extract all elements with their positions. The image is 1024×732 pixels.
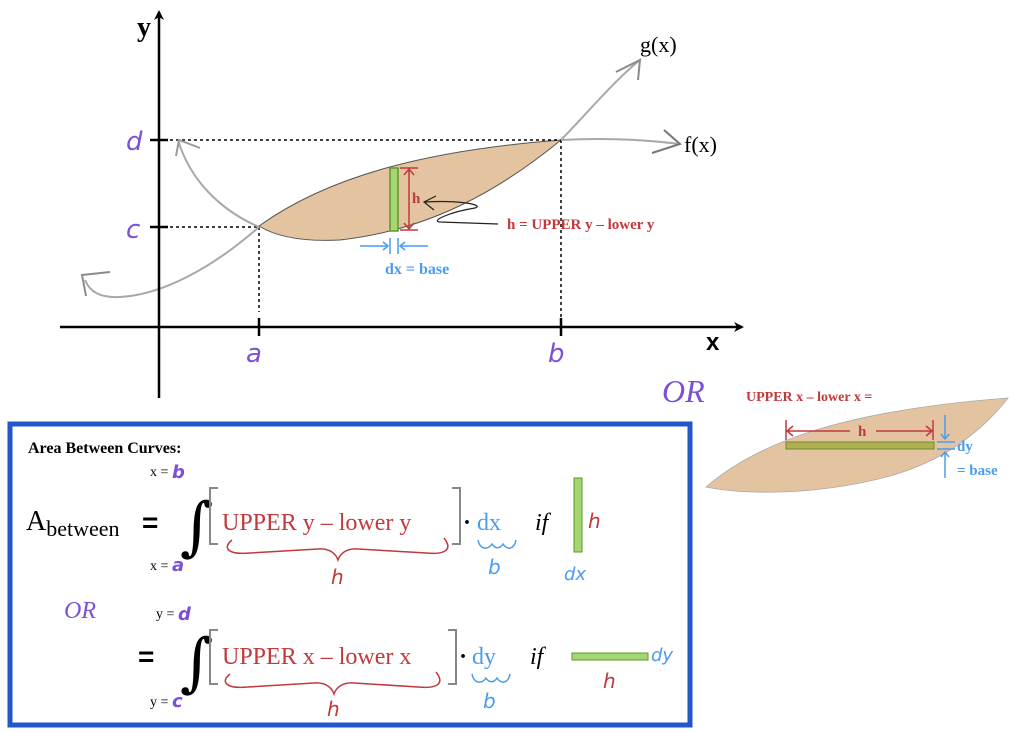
right-bracket-1 [452, 487, 461, 545]
upper-limit-var-1: b [172, 462, 185, 483]
base-label: = base [957, 463, 998, 479]
upper-limit-prefix-2: y = [156, 607, 175, 622]
differential-1: dx [477, 510, 501, 536]
strip-icon-h-2: h [603, 669, 616, 693]
lower-limit-prefix-2: y = [150, 695, 169, 710]
vertical-strip-icon [573, 477, 583, 553]
dy-arrows [937, 415, 955, 478]
if-word-1: if [535, 510, 552, 536]
diff-brace-label-2: b [483, 689, 496, 713]
side-h-label: h [858, 424, 867, 440]
right-bracket-2 [448, 629, 457, 685]
curve-f-right [560, 138, 681, 145]
upper-limit-prefix-1: x = [150, 465, 169, 480]
horizontal-strip-icon [571, 652, 649, 661]
tick-label-a: a [246, 339, 262, 369]
tick-label-d: d [126, 127, 143, 157]
strip-icon-dx: dx [564, 564, 586, 585]
area-subscript: between [46, 516, 119, 541]
f-label: f(x) [684, 132, 717, 157]
arrowhead-f-right [651, 129, 682, 154]
integrand-1: UPPER y – lower y [222, 510, 411, 536]
arrowhead-g-left [80, 271, 111, 297]
lower-limit-var-1: a [172, 555, 184, 576]
side-or-label: OR [662, 373, 705, 409]
differential-2: dy [472, 644, 496, 670]
x-axis-label: x [706, 329, 720, 356]
curve-f-left [177, 139, 260, 228]
shaded-region [258, 139, 563, 241]
lower-limit-prefix-1: x = [150, 559, 169, 574]
y-axis-label: y [137, 12, 151, 43]
formula-or-label: OR [64, 598, 96, 624]
g-label: g(x) [640, 32, 677, 57]
tick-label-b: b [548, 339, 565, 369]
area-main: A [26, 506, 47, 537]
dy-label: dy [957, 439, 973, 455]
equals-1: = [142, 507, 158, 538]
dx-annotation: dx = base [385, 261, 449, 278]
integral-sign-2: ∫ [180, 626, 213, 700]
diff-brace-label-1: b [488, 555, 501, 579]
diff-brace-2 [471, 673, 511, 683]
integrand-brace-1 [226, 537, 449, 563]
formula-title: Area Between Curves: [28, 440, 181, 457]
graph: y x d c a b g(x) f(x) h h = UPPER y – lo… [60, 10, 744, 398]
dx-arrows [360, 238, 428, 254]
curve-g-left [84, 226, 260, 299]
if-word-2: if [530, 644, 547, 670]
formula-box-border [7, 421, 693, 728]
arrowhead-f-left [175, 138, 201, 157]
integrand-brace-2 [224, 671, 441, 697]
dot-1: · [463, 510, 471, 536]
curve-g-right [560, 59, 641, 141]
left-bracket-1 [209, 487, 218, 545]
integral-sign-1: ∫ [180, 490, 213, 564]
upper-x-label: UPPER x – lower x = [746, 390, 872, 405]
upper-limit-var-2: d [178, 604, 192, 625]
horizontal-strip-illustration: OR UPPER x – lower x = h dy = base [662, 373, 1009, 493]
left-bracket-2 [209, 629, 218, 685]
horizontal-strip [785, 441, 935, 450]
h-annotation: h = UPPER y – lower y [507, 217, 655, 233]
pointer-squiggle [424, 200, 499, 225]
strip-icon-dy: dy [651, 645, 673, 666]
brace-label-1: h [331, 565, 344, 589]
strip-h-label: h [412, 191, 421, 207]
h-arrow [400, 167, 418, 231]
dot-2: · [459, 644, 467, 670]
brace-label-2: h [327, 697, 340, 721]
pointer-arrowhead [422, 195, 437, 211]
lower-limit-var-2: c [172, 691, 183, 712]
arrowhead-g-right [615, 58, 642, 81]
vertical-strip [389, 167, 399, 232]
area-symbol: Abetween [26, 506, 120, 541]
diff-brace-1 [477, 539, 517, 549]
strip-icon-h-1: h [588, 509, 601, 533]
equals-2: = [138, 641, 154, 672]
tick-label-c: c [126, 215, 140, 245]
integrand-2: UPPER x – lower x [222, 644, 411, 670]
formula-box: Area Between Curves: Abetween = x = b ∫ … [7, 421, 693, 728]
side-h-arrow [785, 420, 934, 440]
